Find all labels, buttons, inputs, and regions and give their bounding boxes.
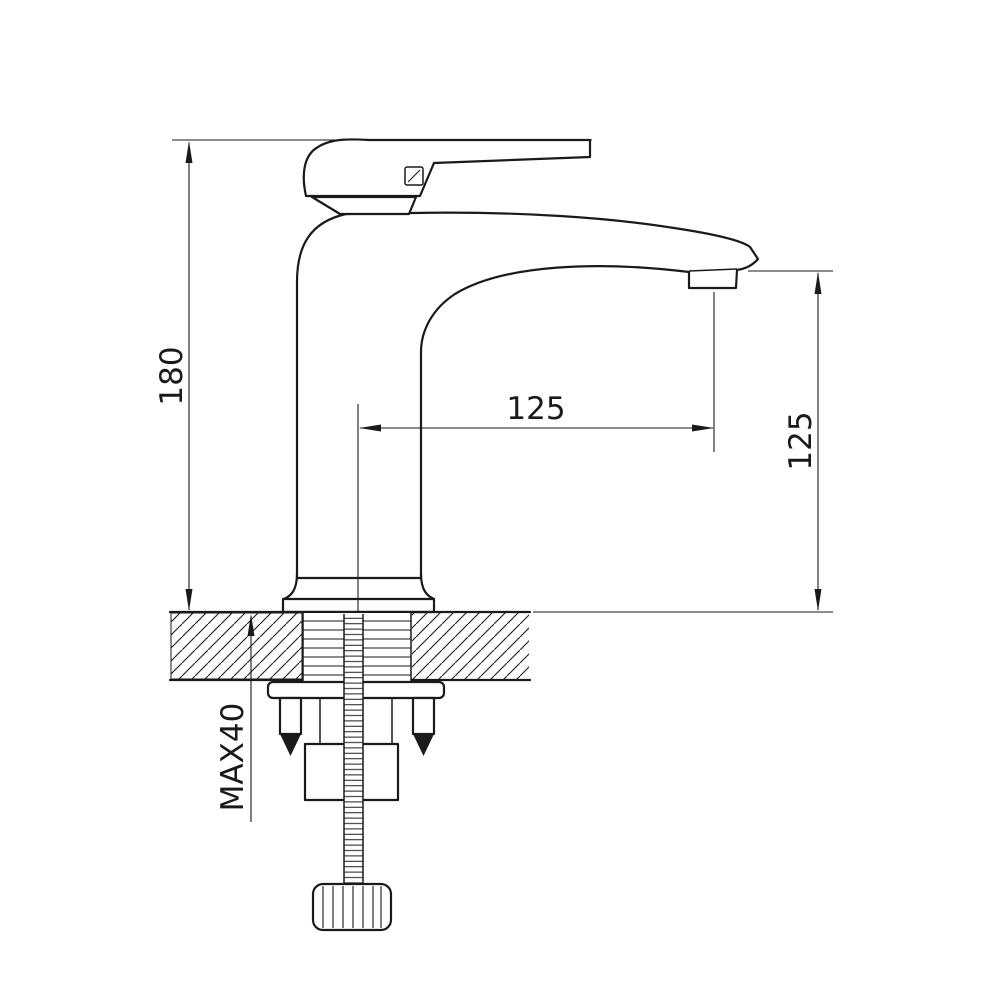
dim-spout-reach: 125 — [357, 292, 715, 612]
handle-set-screw-slot — [407, 169, 421, 183]
mounting-sleeve — [319, 698, 393, 744]
dimension-annotations: 180 125 125 MAX40 — [154, 139, 833, 822]
dim-max-mounting-thickness: MAX40 — [215, 614, 255, 822]
dim-label-spout-height: 125 — [783, 411, 819, 470]
dim-arrow-down-icon — [814, 589, 822, 611]
countertop-hatch-right — [412, 613, 529, 679]
dim-arrow-right-icon — [692, 424, 714, 432]
mounting-stud-right — [411, 696, 436, 756]
dim-arrow-down-icon — [185, 589, 193, 611]
dim-label-spout-reach: 125 — [506, 391, 565, 427]
knurled-knob — [311, 882, 393, 932]
mounting-stud-left — [278, 696, 303, 756]
dim-arrow-left-icon — [359, 424, 381, 432]
countertop-section — [168, 610, 532, 682]
mounting-assembly — [266, 612, 446, 932]
faucet-outline — [281, 138, 760, 614]
faucet-base-flare-left — [282, 572, 299, 601]
faucet-body-and-spout — [295, 211, 760, 580]
dim-overall-height: 180 — [154, 141, 193, 611]
dim-arrow-up-icon — [247, 614, 255, 636]
countertop-hatch-left — [170, 612, 303, 680]
dim-label-overall-height: 180 — [154, 346, 190, 405]
dim-label-max-thickness: MAX40 — [215, 703, 251, 812]
handle-set-screw — [404, 166, 424, 186]
handle-escutcheon — [310, 195, 418, 216]
dim-spout-height: 125 — [533, 270, 833, 613]
dim-arrow-up-icon — [185, 141, 193, 163]
faucet-base-flare-right — [419, 572, 436, 601]
aerator-outlet — [688, 268, 738, 272]
rod-threads — [344, 614, 363, 884]
threaded-rod — [343, 614, 364, 884]
dim-arrow-up-icon — [814, 272, 822, 294]
knob-knurling — [322, 886, 382, 928]
handle-lever — [302, 138, 592, 198]
